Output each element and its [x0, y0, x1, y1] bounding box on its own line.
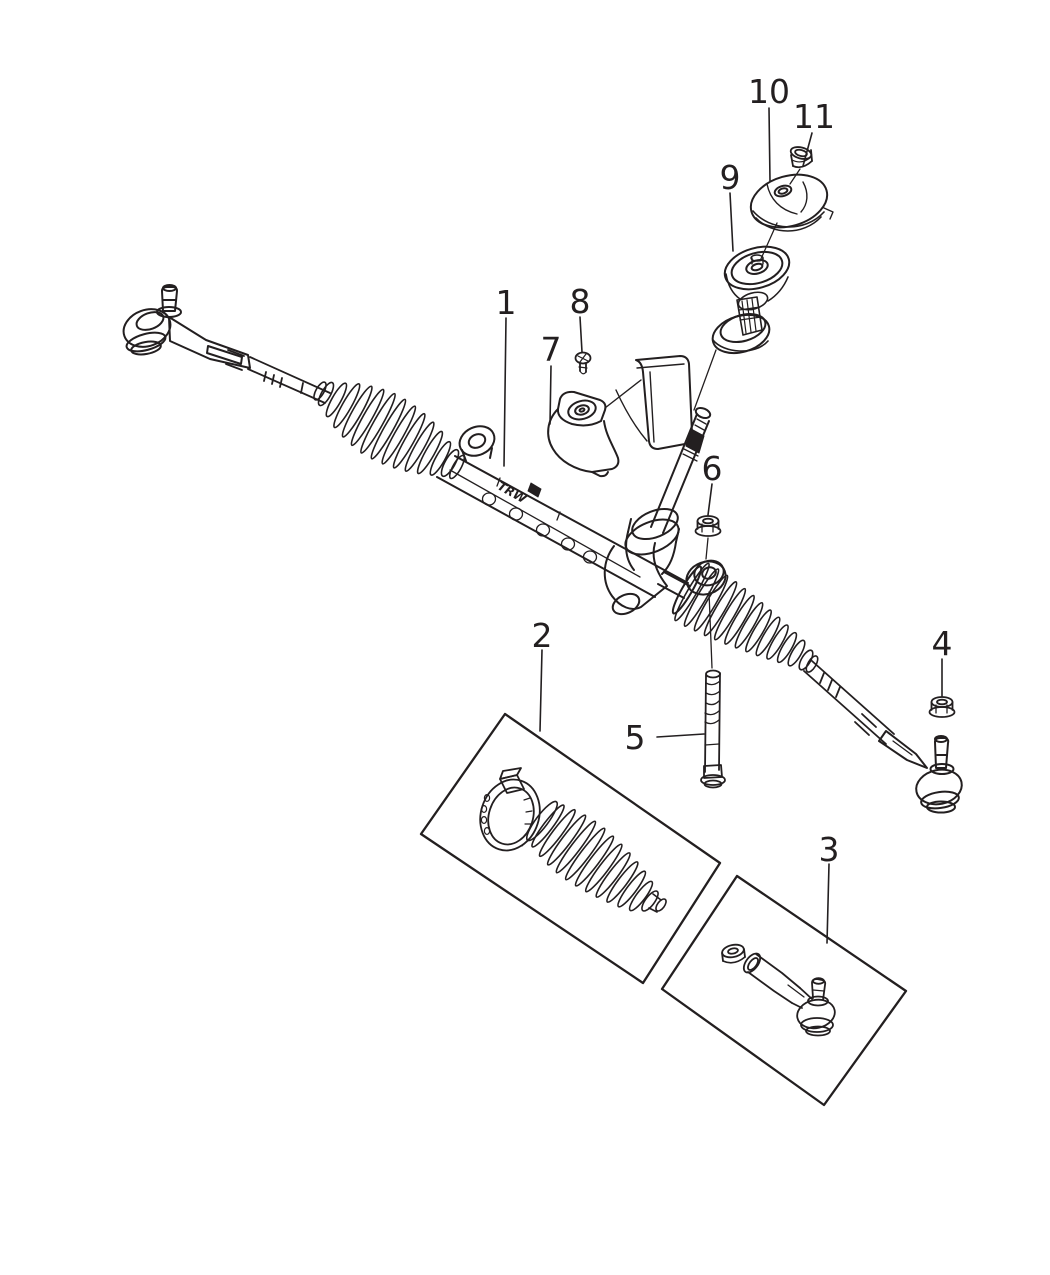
right-bellows-boot: [674, 562, 819, 673]
steering-gear-assembly: [122, 284, 963, 814]
tie-rod-kit-nut: [721, 943, 746, 964]
leader-lines: [503, 107, 943, 944]
callout-8-label: 8: [570, 282, 591, 321]
callout-1-label: 1: [496, 283, 517, 322]
callout-5-label: 5: [625, 718, 646, 757]
callout-11-label: 11: [793, 97, 835, 136]
dust-cover-cap: [749, 173, 834, 232]
plug-cap: [789, 146, 813, 169]
leader-line-2: [539, 649, 543, 732]
callout-labels: 1 2 3 4 5 6 7 8 9 10 11: [496, 72, 953, 869]
left-inner-tie-rod: [225, 349, 331, 404]
leader-line-10: [768, 107, 771, 182]
boot-clamp: [479, 767, 541, 852]
leader-line-9: [729, 192, 734, 252]
callout-4-label: 4: [932, 624, 953, 663]
bracket-screw: [574, 351, 592, 375]
pinion-dust-seal: [711, 245, 791, 355]
leader-line-6: [707, 483, 713, 516]
left-outer-tie-rod-end: [122, 284, 251, 369]
right-inner-tie-rod: [803, 660, 928, 769]
pinion-input-shaft: [650, 406, 712, 534]
pinion-housing: [603, 507, 703, 616]
brand-marking-text: TRW: [495, 479, 529, 506]
leader-line-11: [802, 132, 813, 167]
right-outer-tie-rod-end: [915, 735, 963, 814]
rack-housing: [436, 425, 689, 598]
leader-line-8: [579, 316, 583, 353]
alignment-lines: [693, 168, 801, 411]
leader-line-7: [549, 365, 552, 425]
mount-bolt: [700, 669, 726, 789]
boot-kit-bellows: [525, 800, 667, 913]
callout-7-label: 7: [541, 330, 562, 369]
boot-kit-box: [419, 712, 722, 985]
pinion-mount-nut: [694, 515, 722, 537]
tie-rod-kit-box: [660, 874, 908, 1107]
nut-alignment-line: [705, 537, 709, 560]
tie-rod-kit-end: [742, 952, 836, 1037]
tie-rod-nut: [928, 696, 956, 718]
fasteners: [694, 515, 956, 789]
leader-line-3: [826, 863, 830, 944]
callout-6-label: 6: [702, 449, 723, 488]
leader-line-1: [503, 317, 507, 467]
mount-ear-left: [458, 425, 496, 462]
callout-3-label: 3: [819, 830, 840, 869]
callout-9-label: 9: [720, 158, 741, 197]
callout-2-label: 2: [532, 616, 553, 655]
tie-rod-kit-contents: [721, 943, 836, 1037]
left-bellows-boot: [313, 381, 466, 480]
leader-line-5: [656, 733, 705, 738]
boot-kit-contents: [479, 767, 667, 913]
heat-shield-bracket: [547, 355, 693, 478]
bolt-alignment-line: [708, 591, 713, 669]
callout-10-label: 10: [748, 72, 790, 111]
exploded-pinion-parts: [693, 146, 834, 411]
